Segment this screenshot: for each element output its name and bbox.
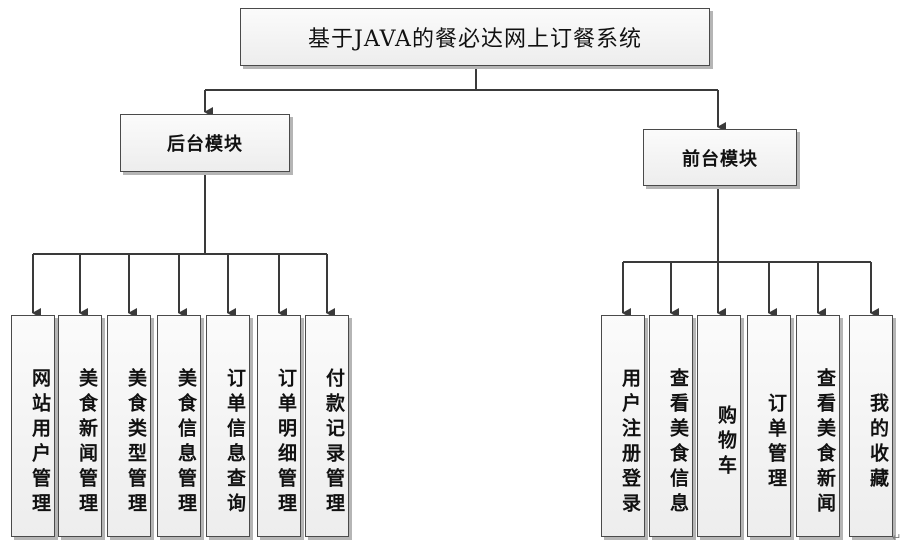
backend-item-2: 美食新闻管理 xyxy=(58,315,102,537)
backend-item-5: 订单信息查询 xyxy=(206,315,250,537)
frontend-module-label: 前台模块 xyxy=(682,148,758,170)
frontend-item-4: 订单管理 xyxy=(747,315,791,537)
frontend-item-label: 查看美食新闻 xyxy=(814,367,836,518)
frontend-module-box: 前台模块 xyxy=(643,129,797,186)
backend-item-label: 付款记录管理 xyxy=(323,367,345,518)
frontend-item-1: 用户注册登录 xyxy=(601,315,645,537)
backend-item-7: 付款记录管理 xyxy=(305,315,349,537)
system-title-box: 基于JAVA的餐必达网上订餐系统 xyxy=(240,8,710,66)
paragraph-mark: ↵ xyxy=(892,531,902,544)
backend-item-label: 美食类型管理 xyxy=(125,367,147,518)
frontend-item-label: 购物车 xyxy=(715,405,737,480)
backend-item-label: 美食新闻管理 xyxy=(76,367,98,518)
frontend-item-2: 查看美食信息 xyxy=(649,315,693,537)
backend-item-6: 订单明细管理 xyxy=(257,315,301,537)
backend-module-label: 后台模块 xyxy=(167,134,243,155)
frontend-item-3: 购物车 xyxy=(697,315,741,537)
frontend-item-5: 查看美食新闻 xyxy=(796,315,840,537)
backend-item-label: 美食信息管理 xyxy=(175,367,197,518)
frontend-item-label: 订单管理 xyxy=(765,392,787,493)
system-title: 基于JAVA的餐必达网上订餐系统 xyxy=(308,27,642,52)
backend-item-label: 订单信息查询 xyxy=(224,367,246,518)
frontend-item-6: 我的收藏 xyxy=(849,315,893,537)
backend-module-box: 后台模块 xyxy=(120,114,290,172)
backend-item-label: 订单明细管理 xyxy=(275,367,297,518)
frontend-item-label: 查看美食信息 xyxy=(667,367,689,518)
backend-item-3: 美食类型管理 xyxy=(107,315,151,537)
frontend-item-label: 用户注册登录 xyxy=(619,367,641,518)
backend-item-label: 网站用户管理 xyxy=(29,367,51,518)
backend-item-4: 美食信息管理 xyxy=(157,315,201,537)
frontend-item-label: 我的收藏 xyxy=(867,392,889,493)
backend-item-1: 网站用户管理 xyxy=(11,315,55,537)
